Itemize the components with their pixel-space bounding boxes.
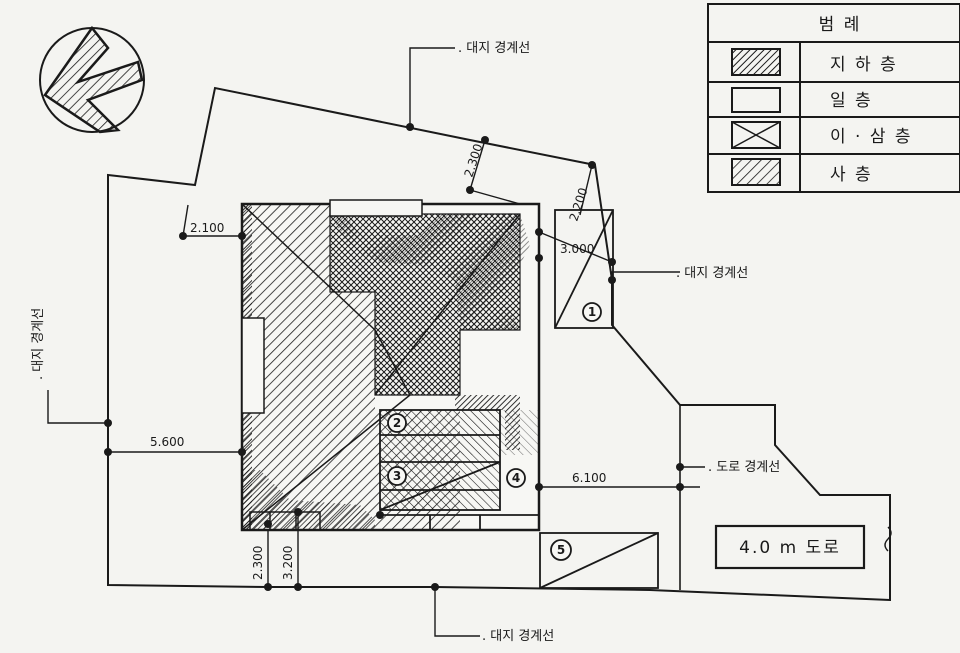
annex-5 [539,532,659,589]
legend-swatch-basement [731,48,781,76]
marker-5: 5 [550,539,572,561]
dim-2100: 2.100 [190,221,224,235]
legend-swatch-first-floor [731,87,781,113]
marker-1: 1 [582,302,602,322]
label-site-boundary-left: . 대지 경계선 [31,308,46,380]
marker-3-label: 3 [393,469,401,483]
legend-swatch-second-third-floor [731,121,781,149]
dim-3000: 3.000 [560,242,594,256]
marker-1-label: 1 [588,305,596,319]
dim-6100: 6.100 [572,471,606,485]
dim-3200: 3.200 [281,546,295,580]
marker-4: 4 [506,468,526,488]
legend-label-basement: 지 하 층 [830,55,898,75]
marker-2-label: 2 [393,416,401,430]
annex-1 [554,209,614,329]
legend: 범 례 지 하 층 일 층 이 · 삼 층 사 층 [707,3,960,193]
label-site-boundary-right: . 대지 경계선 [676,266,748,281]
legend-title: 범 례 [819,15,862,35]
break-line [884,526,892,552]
legend-label-first-floor: 일 층 [830,91,873,111]
label-site-boundary-top: . 대지 경계선 [458,41,530,56]
marker-2: 2 [387,413,407,433]
legend-swatch-fourth-floor [731,158,781,186]
road-boundary-line [598,405,700,590]
north-arrow-icon [39,25,145,134]
dimension-lines [108,139,613,587]
marker-4-label: 4 [512,471,520,485]
legend-label-second-third-floor: 이 · 삼 층 [830,127,913,147]
label-site-boundary-bottom: . 대지 경계선 [482,629,554,644]
dim-2300-top: 2.300 [462,142,486,179]
building-wing [379,409,539,530]
dim-5600: 5.600 [150,435,184,449]
dim-2200: 2.200 [567,186,591,223]
label-road-boundary: . 도로 경계선 [708,460,780,475]
marker-5-label: 5 [557,543,565,557]
road-label: 4.0 m 도로 [739,538,841,558]
dim-2300-bottom: 2.300 [251,546,265,580]
road-label-box: 4.0 m 도로 [714,524,866,570]
legend-label-fourth-floor: 사 층 [830,165,873,185]
reference-dots [104,123,684,591]
marker-3: 3 [387,466,407,486]
